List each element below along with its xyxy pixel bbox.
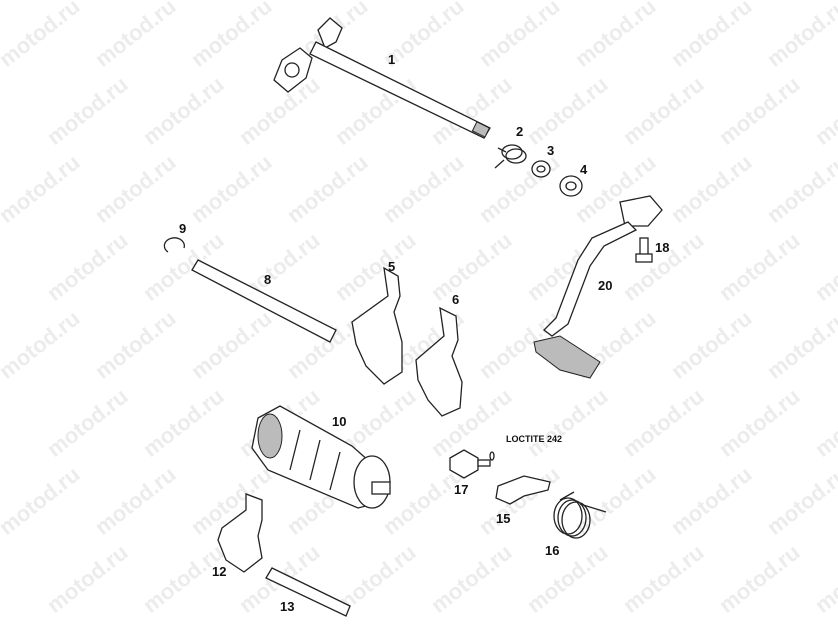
part-label-9: 9 [179,221,187,236]
part-label-2: 2 [516,124,524,139]
shift-lever-part [533,195,663,379]
part-label-20: 20 [598,278,613,293]
torsion-spring-part [553,491,607,539]
shift-fork-12-part [217,493,263,573]
bolt-18-part [635,237,653,263]
plate-part [495,475,551,505]
part-label-13: 13 [280,599,295,614]
circlip-part [163,237,186,253]
part-label-3: 3 [547,143,555,158]
washer-hole [536,165,546,173]
part-label-17: 17 [454,482,469,497]
part-label-8: 8 [264,272,272,287]
fork-shaft-short-part [265,567,351,617]
part-label-10: 10 [332,414,347,429]
part-label-16: 16 [545,543,560,558]
shift-shaft-part [273,17,491,139]
fork-shaft-part [191,259,337,343]
part-label-1: 1 [388,52,396,67]
spring-small-part [494,144,527,169]
bushing-hole [565,181,577,191]
shift-fork-6-part [415,306,463,417]
part-label-4: 4 [580,162,588,177]
bolt-17-part [449,449,495,479]
shift-drum-part [251,405,391,509]
loctite-note: LOCTITE 242 [506,434,563,444]
part-label-6: 6 [452,292,460,307]
shift-fork-5-part [351,266,403,385]
part-label-18: 18 [655,240,670,255]
part-label-5: 5 [388,259,396,274]
part-label-15: 15 [496,511,511,526]
part-label-12: 12 [212,564,227,579]
